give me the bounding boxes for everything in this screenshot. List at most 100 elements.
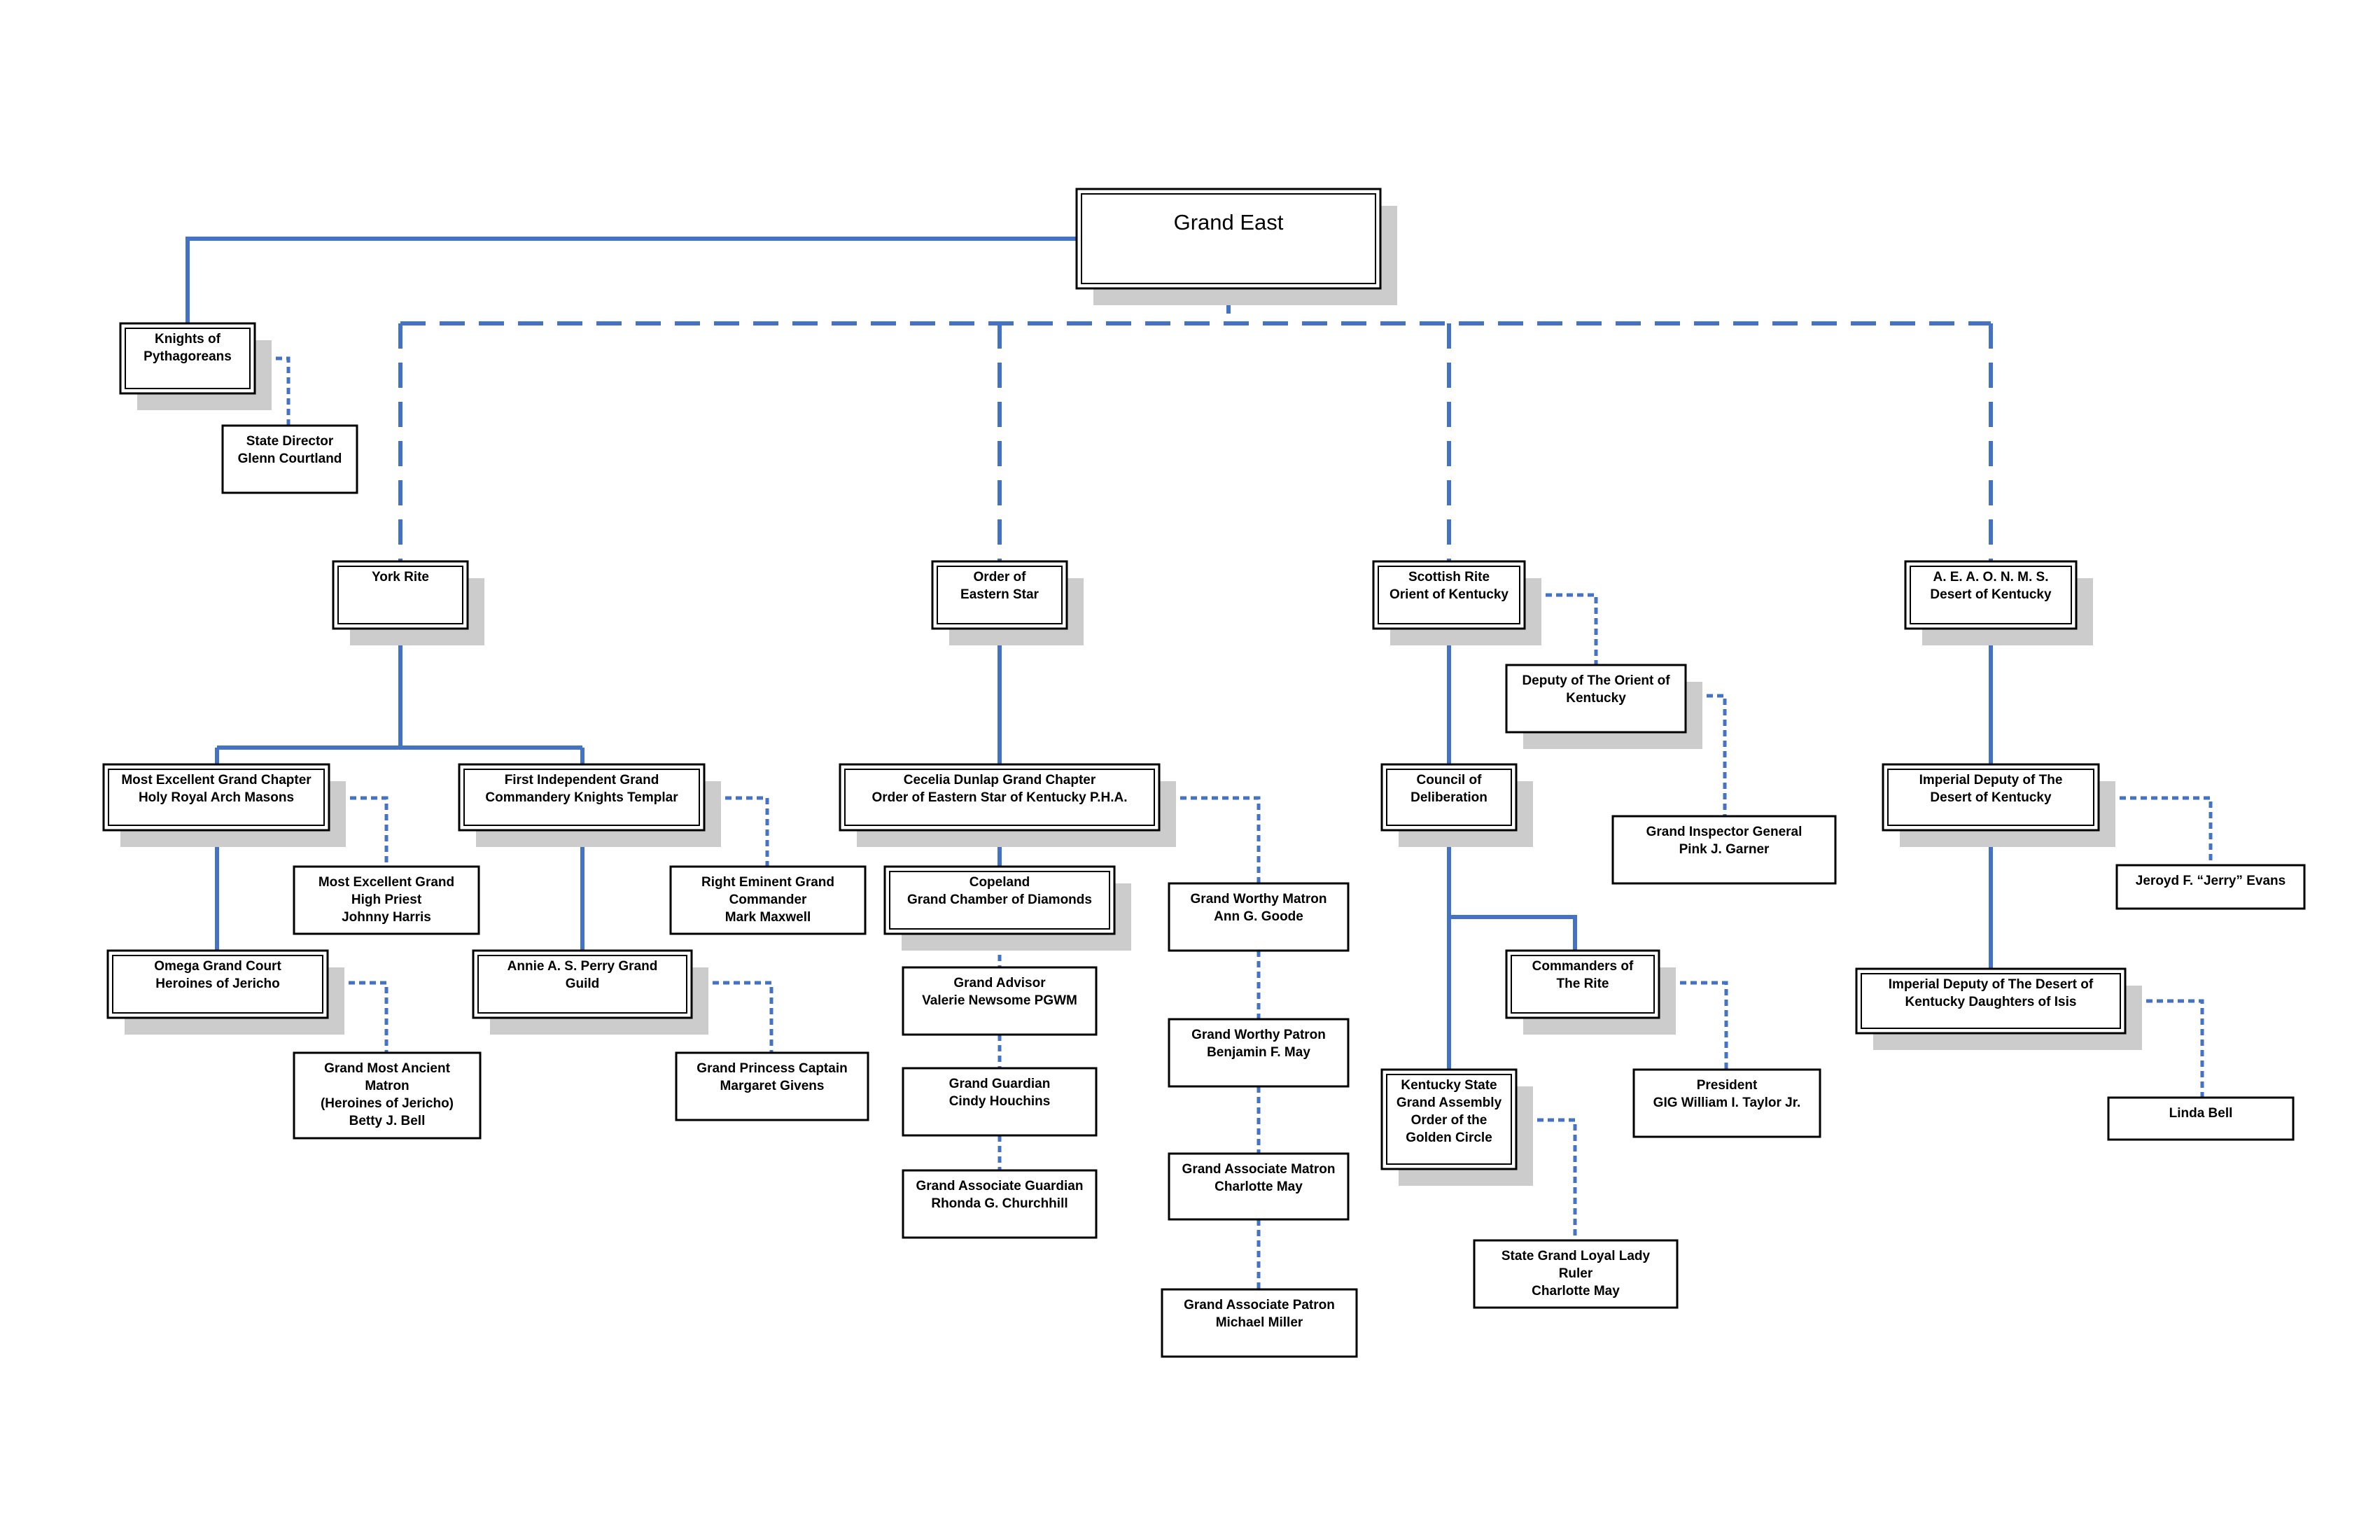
node-box bbox=[1611, 815, 1837, 885]
node-label-line: Grand Most Ancient bbox=[324, 1061, 450, 1076]
node-label-line: Linda Bell bbox=[2169, 1106, 2233, 1121]
node-label-line: Betty J. Bell bbox=[349, 1114, 426, 1128]
connector-annie-princess bbox=[692, 981, 774, 1053]
node-label-line: Ann G. Goode bbox=[1214, 909, 1303, 924]
node-label-line: Right Eminent Grand bbox=[701, 875, 834, 890]
node-label-line: Ruler bbox=[1559, 1266, 1593, 1281]
node-label-line: Margaret Givens bbox=[720, 1079, 825, 1093]
node-label-line: Order of Eastern Star of Kentucky P.H.A. bbox=[872, 790, 1128, 805]
node-label-line: Grand Princess Captain bbox=[696, 1061, 847, 1076]
node-label-line: Deputy of The Orient of bbox=[1522, 673, 1670, 688]
node-box bbox=[1168, 882, 1350, 952]
node-box bbox=[472, 949, 693, 1019]
node-box bbox=[1505, 664, 1687, 734]
node-inner-border bbox=[125, 328, 251, 389]
node-box bbox=[458, 763, 706, 832]
node-label-line: President bbox=[1697, 1078, 1758, 1093]
node-box bbox=[106, 949, 329, 1019]
node-aeaonms: A. E. A. O. N. M. S.Desert of Kentucky bbox=[1904, 560, 2093, 645]
node-label-line: Annie A. S. Perry Grand bbox=[507, 959, 658, 974]
node-box bbox=[1168, 1018, 1350, 1088]
node-box bbox=[1632, 1068, 1821, 1138]
node-label-line: Scottish Rite bbox=[1408, 570, 1490, 584]
node-label-line: Grand Worthy Matron bbox=[1191, 892, 1327, 906]
node-inner-border bbox=[889, 871, 1110, 930]
node-inner-border bbox=[1887, 769, 2094, 826]
node-label-line: Charlotte May bbox=[1532, 1284, 1620, 1298]
node-box bbox=[1505, 949, 1660, 1019]
node-label-line: Pink J. Garner bbox=[1679, 842, 1770, 857]
node-label-line: A. E. A. O. N. M. S. bbox=[1933, 570, 2048, 584]
node-inner-border bbox=[463, 769, 700, 826]
node-inner-border bbox=[1910, 566, 2072, 624]
node-label-line: Grand Assembly bbox=[1396, 1096, 1502, 1110]
node-label-line: Cindy Houchins bbox=[949, 1094, 1051, 1109]
node-label-line: Grand Associate Matron bbox=[1182, 1162, 1336, 1177]
node-box bbox=[931, 560, 1068, 630]
node-box bbox=[1380, 1068, 1518, 1170]
node-label-line: (Heroines of Jericho) bbox=[321, 1096, 454, 1111]
node-label-line: Kentucky Daughters of Isis bbox=[1905, 995, 2077, 1009]
node-label-line: Grand Associate Patron bbox=[1184, 1298, 1335, 1312]
node-inner-border bbox=[1861, 973, 2121, 1029]
node-label-line: Commanders of bbox=[1532, 959, 1634, 974]
node-box bbox=[669, 865, 867, 935]
node-label-line: Commander bbox=[729, 892, 807, 907]
node-label-line: Benjamin F. May bbox=[1207, 1045, 1310, 1060]
node-label-line: Matron bbox=[365, 1079, 409, 1093]
node-inner-border bbox=[337, 566, 463, 624]
node-label-line: Most Excellent Grand Chapter bbox=[121, 773, 312, 788]
node-label-line: Valerie Newsome PGWM bbox=[922, 993, 1077, 1008]
node-box bbox=[1168, 1152, 1350, 1221]
node-label-line: Order of the bbox=[1411, 1113, 1488, 1128]
node-label-line: Most Excellent Grand bbox=[318, 875, 454, 890]
node-box bbox=[221, 424, 358, 494]
connector-chapter-priest bbox=[329, 796, 388, 867]
node-label-line: Commandery Knights Templar bbox=[485, 790, 678, 805]
node-box bbox=[1882, 763, 2100, 832]
node-label-line: Grand Worthy Patron bbox=[1191, 1028, 1326, 1042]
node-label-line: Holy Royal Arch Masons bbox=[139, 790, 294, 805]
node-box bbox=[293, 1051, 482, 1140]
node-box bbox=[2107, 1096, 2295, 1141]
node-imperial-daughters: Imperial Deputy of The Desert ofKentucky… bbox=[1855, 967, 2142, 1050]
connector-york-chapters bbox=[215, 629, 584, 764]
node-inner-border bbox=[1386, 769, 1512, 826]
node-box bbox=[1904, 560, 2078, 630]
node-grand-east: Grand East bbox=[1075, 188, 1397, 305]
node-label-line: Golden Circle bbox=[1406, 1130, 1492, 1145]
node-label-line: York Rite bbox=[372, 570, 429, 584]
node-box bbox=[102, 763, 330, 832]
node-label-line: Grand Guardian bbox=[949, 1077, 1051, 1091]
node-label-line: Michael Miller bbox=[1216, 1315, 1303, 1330]
node-label-line: Pythagoreans bbox=[144, 349, 232, 364]
node-box bbox=[1075, 188, 1382, 290]
node-box bbox=[839, 763, 1161, 832]
node-label-line: Grand Associate Guardian bbox=[916, 1179, 1084, 1194]
node-inner-border bbox=[1081, 193, 1376, 284]
node-label-line: Kentucky State bbox=[1401, 1078, 1497, 1093]
node-box bbox=[1855, 967, 2127, 1035]
connector-commanders-president bbox=[1659, 981, 1728, 1070]
